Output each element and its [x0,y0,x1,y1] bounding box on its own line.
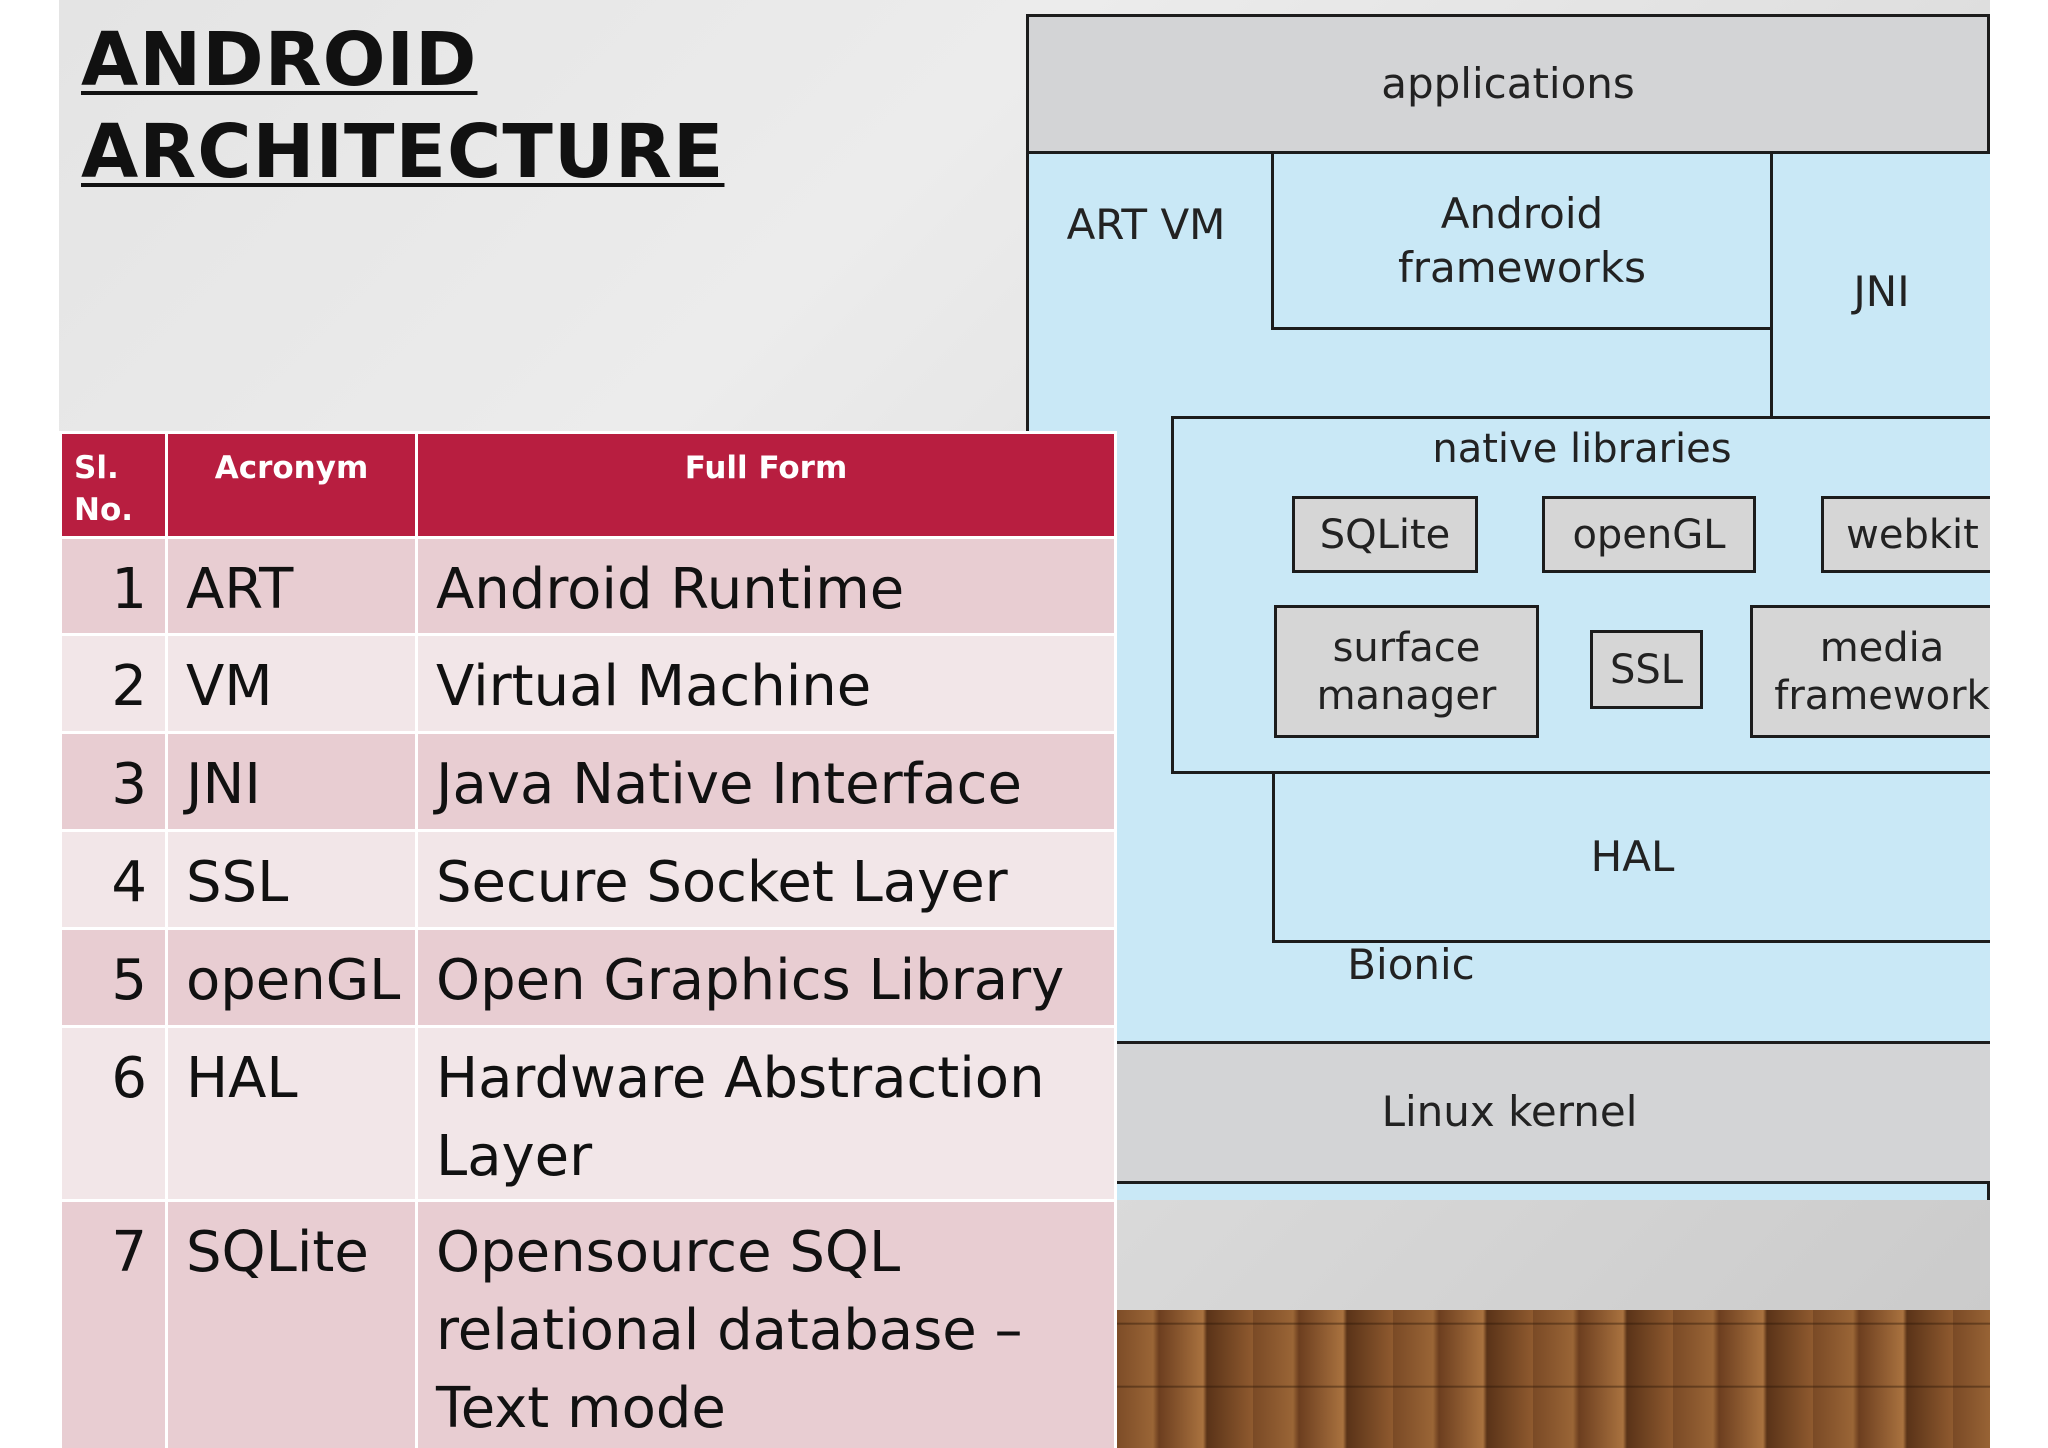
jni-label: JNI [1853,266,1910,316]
row-number: 5 [59,927,168,1028]
table-row: 2 VM Virtual Machine [59,633,1117,734]
art-vm-label: ART VM [1066,200,1226,249]
row-full-form: Hardware Abstraction Layer [415,1025,1117,1202]
row-full-form: Opensource SQL relational database – Tex… [415,1199,1117,1448]
android-frameworks-label: Android frameworks [1397,188,1647,292]
slide: ANDROID ARCHITECTURE hardware applicatio… [59,0,1990,1448]
row-number: 6 [59,1025,168,1202]
row-acronym: openGL [165,927,418,1028]
row-acronym: SSL [165,829,418,930]
linux-kernel-label: Linux kernel [1381,1087,1638,1137]
title-line-2: ARCHITECTURE [81,109,725,195]
row-acronym: VM [165,633,418,734]
header-acronym: Acronym [165,431,418,539]
linux-kernel-layer: Linux kernel [1026,1041,1990,1184]
header-full-form: Full Form [415,431,1117,539]
table-row: 6 HAL Hardware Abstraction Layer [59,1025,1117,1202]
sqlite-lib-box: SQLite [1292,496,1478,573]
webkit-lib-box: webkit [1821,496,1990,573]
media-framework-lib-box: media framework [1750,605,1990,738]
table-row: 7 SQLite Opensource SQL relational datab… [59,1199,1117,1448]
row-acronym: SQLite [165,1199,418,1448]
native-libraries-label: native libraries [1432,426,1732,472]
row-number: 1 [59,536,168,636]
ssl-lib-label: SSL [1609,646,1684,693]
table-row: 1 ART Android Runtime [59,536,1117,636]
row-number: 2 [59,633,168,734]
architecture-diagram: hardware applications ART VM Android fra… [1026,14,1990,1314]
wood-floor-background [1113,1310,1990,1448]
surface-manager-lib-label: surface manager [1316,624,1497,719]
row-full-form: Secure Socket Layer [415,829,1117,930]
hal-label: HAL [1590,831,1675,881]
table-row: 3 JNI Java Native Interface [59,731,1117,832]
table-row: 4 SSL Secure Socket Layer [59,829,1117,930]
row-full-form: Open Graphics Library [415,927,1117,1028]
row-acronym: HAL [165,1025,418,1202]
opengl-lib-label: openGL [1572,511,1726,558]
opengl-lib-box: openGL [1542,496,1756,573]
row-acronym: ART [165,536,418,636]
table-header-row: Sl. No. Acronym Full Form [59,431,1117,539]
bionic-label: Bionic [1347,940,1475,989]
table-row: 5 openGL Open Graphics Library [59,927,1117,1028]
ssl-lib-box: SSL [1590,630,1703,709]
sqlite-lib-label: SQLite [1319,511,1451,558]
title-line-1: ANDROID [81,17,478,103]
row-full-form: Virtual Machine [415,633,1117,734]
hal-box: HAL [1272,771,1990,943]
applications-label: applications [1381,58,1635,108]
row-number: 7 [59,1199,168,1448]
webkit-lib-label: webkit [1846,511,1979,558]
slide-title: ANDROID ARCHITECTURE [81,14,724,198]
row-full-form: Java Native Interface [415,731,1117,832]
row-full-form: Android Runtime [415,536,1117,636]
android-frameworks-box: Android frameworks [1271,151,1773,330]
surface-manager-lib-box: surface manager [1274,605,1539,738]
media-framework-lib-label: media framework [1774,624,1990,719]
row-acronym: JNI [165,731,418,832]
row-number: 3 [59,731,168,832]
applications-layer: applications [1026,14,1990,154]
jni-box: JNI [1770,151,1990,433]
header-sl-no: Sl. No. [59,431,168,539]
row-number: 4 [59,829,168,930]
acronym-table: Sl. No. Acronym Full Form 1 ART Android … [59,431,1117,1448]
